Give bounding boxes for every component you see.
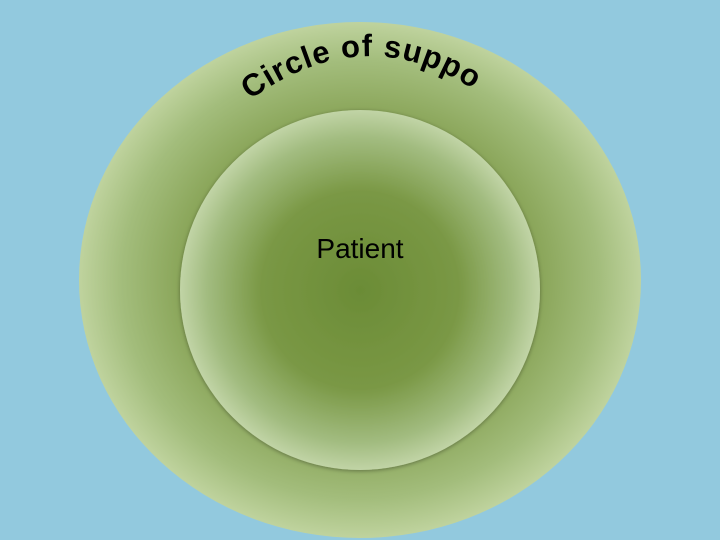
patient-label: Patient xyxy=(316,233,403,264)
inner-patient-circle xyxy=(180,110,540,470)
